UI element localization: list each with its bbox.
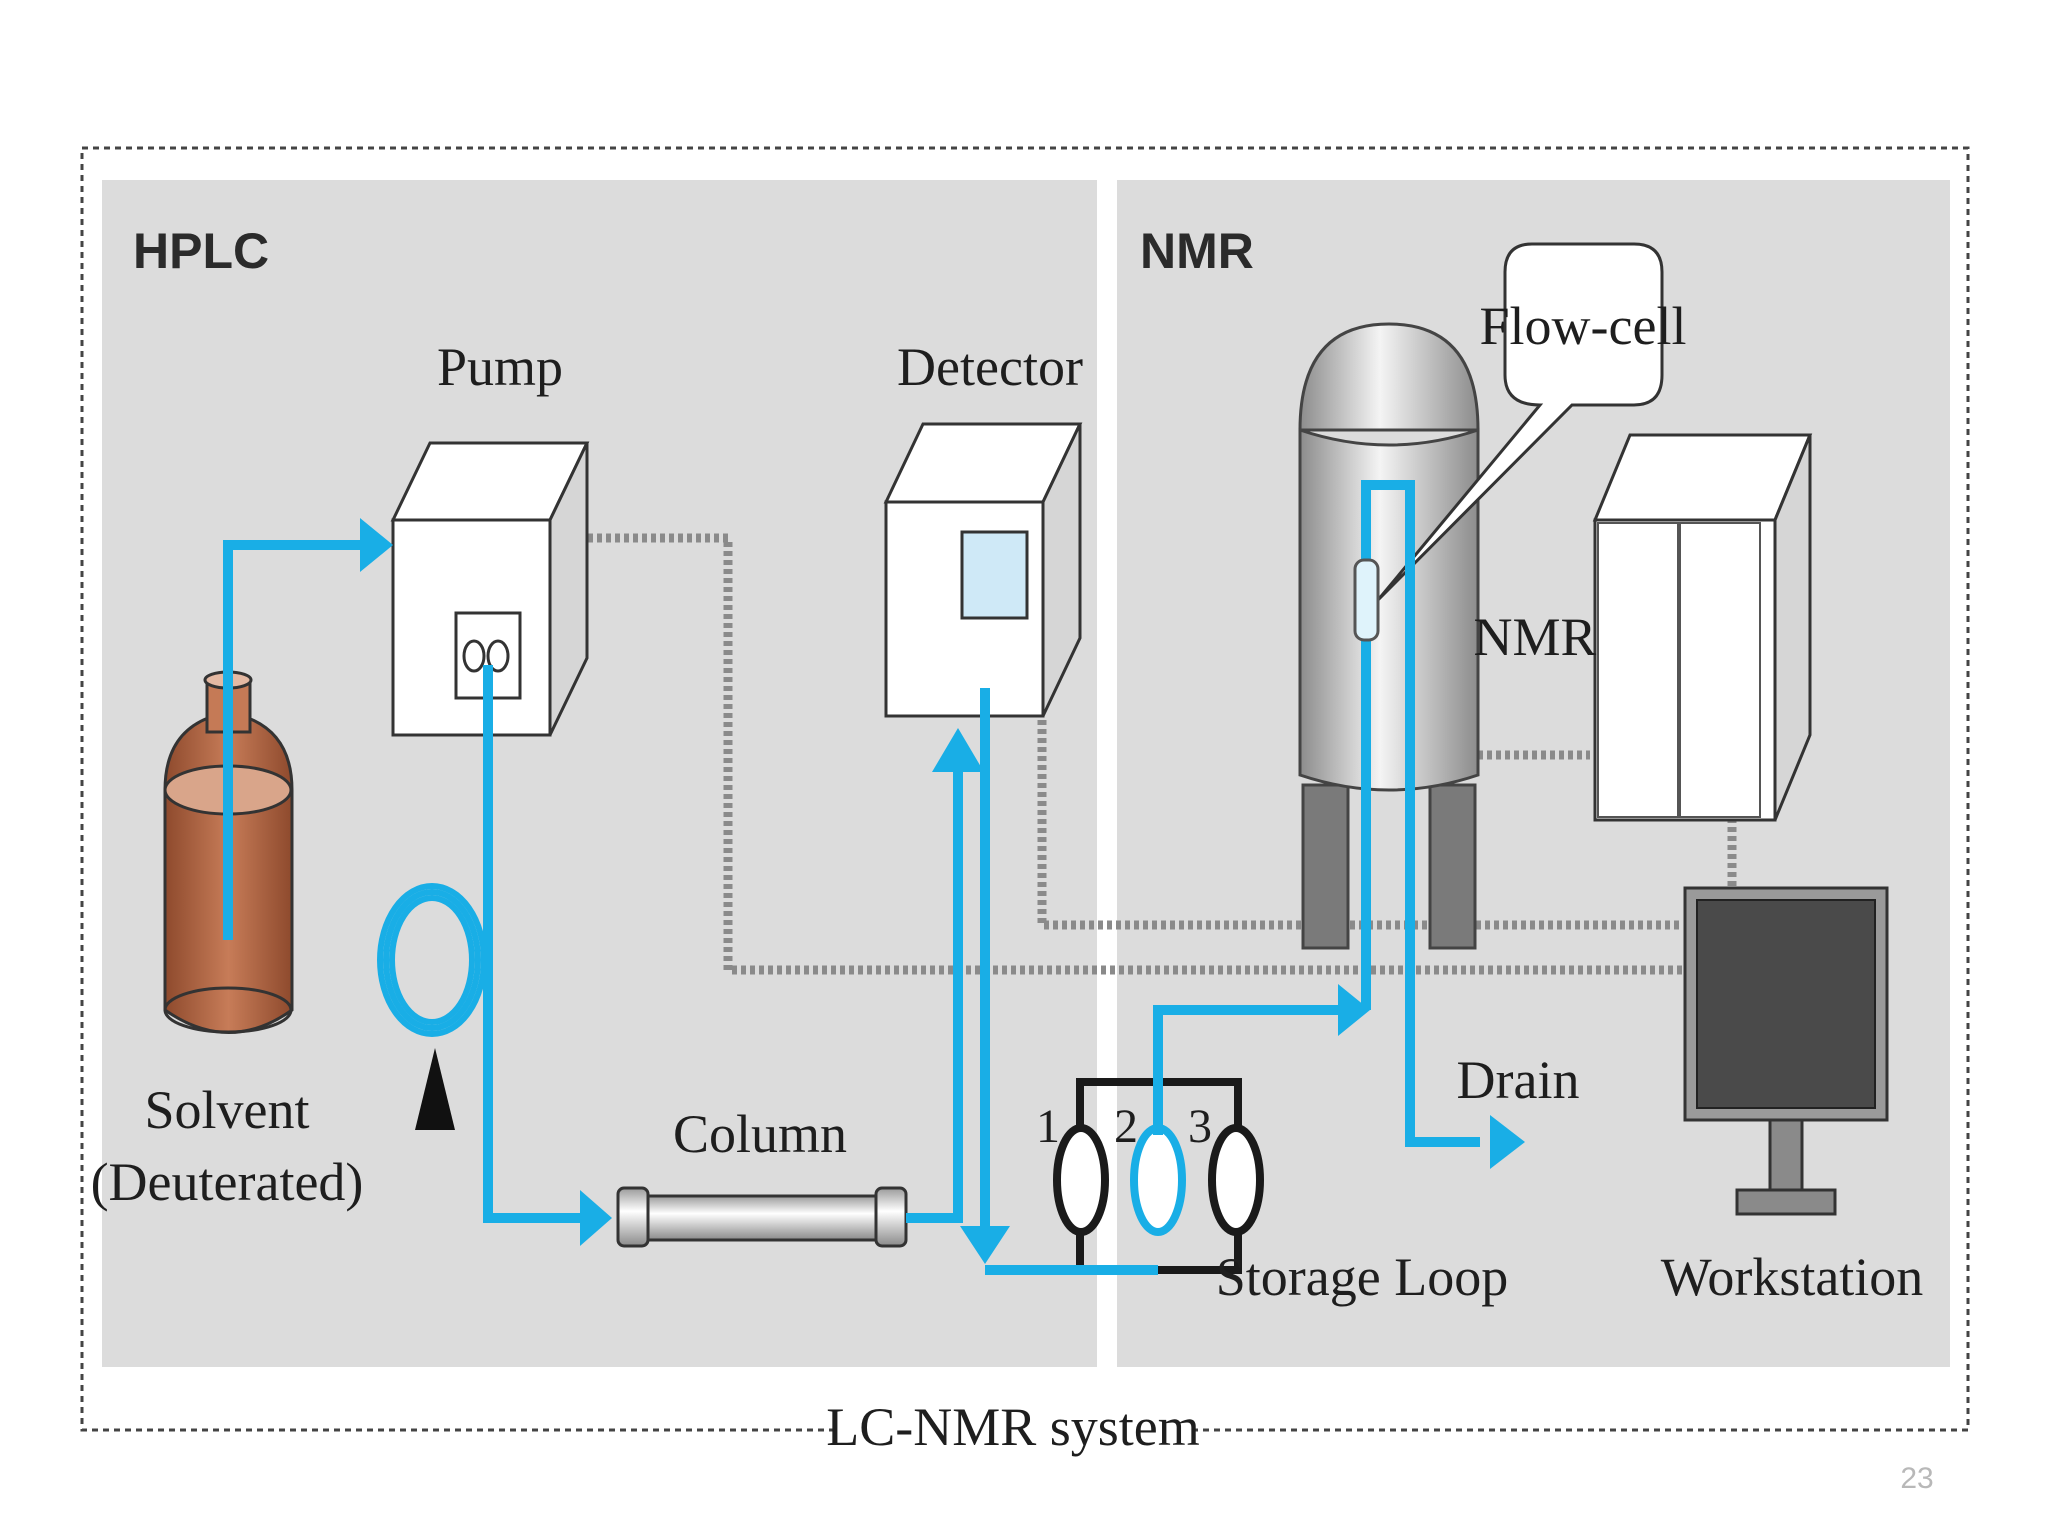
nmr-console-label: NMR bbox=[1473, 607, 1596, 667]
flow-cell-label: Flow-cell bbox=[1480, 296, 1687, 356]
column-label: Column bbox=[673, 1104, 847, 1164]
detector-unit bbox=[883, 422, 1083, 718]
loop-number-1: 1 bbox=[1036, 1100, 1060, 1153]
loop-number-3: 3 bbox=[1188, 1100, 1212, 1153]
column-unit bbox=[616, 1186, 908, 1248]
pump-label: Pump bbox=[437, 337, 563, 397]
flow-arrows bbox=[360, 518, 1525, 1264]
solvent-note: (Deuterated) bbox=[91, 1152, 364, 1212]
detector-label: Detector bbox=[897, 337, 1083, 397]
flow-cell bbox=[1353, 558, 1380, 642]
system-frame bbox=[80, 146, 1970, 1432]
nmr-magnet bbox=[1298, 322, 1480, 950]
flow-paths bbox=[223, 480, 1480, 1275]
workstation-label: Workstation bbox=[1661, 1247, 1924, 1307]
mixing-coil bbox=[377, 883, 487, 1037]
hplc-title: HPLC bbox=[133, 223, 269, 279]
nmr-console bbox=[1592, 433, 1813, 822]
storage-loop-label: Storage Loop bbox=[1216, 1247, 1508, 1307]
pump-unit bbox=[390, 441, 590, 737]
flow-cell-callout bbox=[1376, 242, 1664, 602]
storage-loop bbox=[1053, 1078, 1264, 1274]
page-number: 23 bbox=[1900, 1462, 1933, 1495]
coil-stand bbox=[415, 1048, 455, 1130]
nmr-title: NMR bbox=[1140, 223, 1254, 279]
solvent-label: Solvent bbox=[144, 1080, 309, 1140]
drain-label: Drain bbox=[1457, 1050, 1580, 1110]
workstation-monitor bbox=[1683, 886, 1889, 1216]
system-label: LC-NMR system bbox=[826, 1397, 1200, 1457]
loop-number-2: 2 bbox=[1114, 1100, 1138, 1153]
